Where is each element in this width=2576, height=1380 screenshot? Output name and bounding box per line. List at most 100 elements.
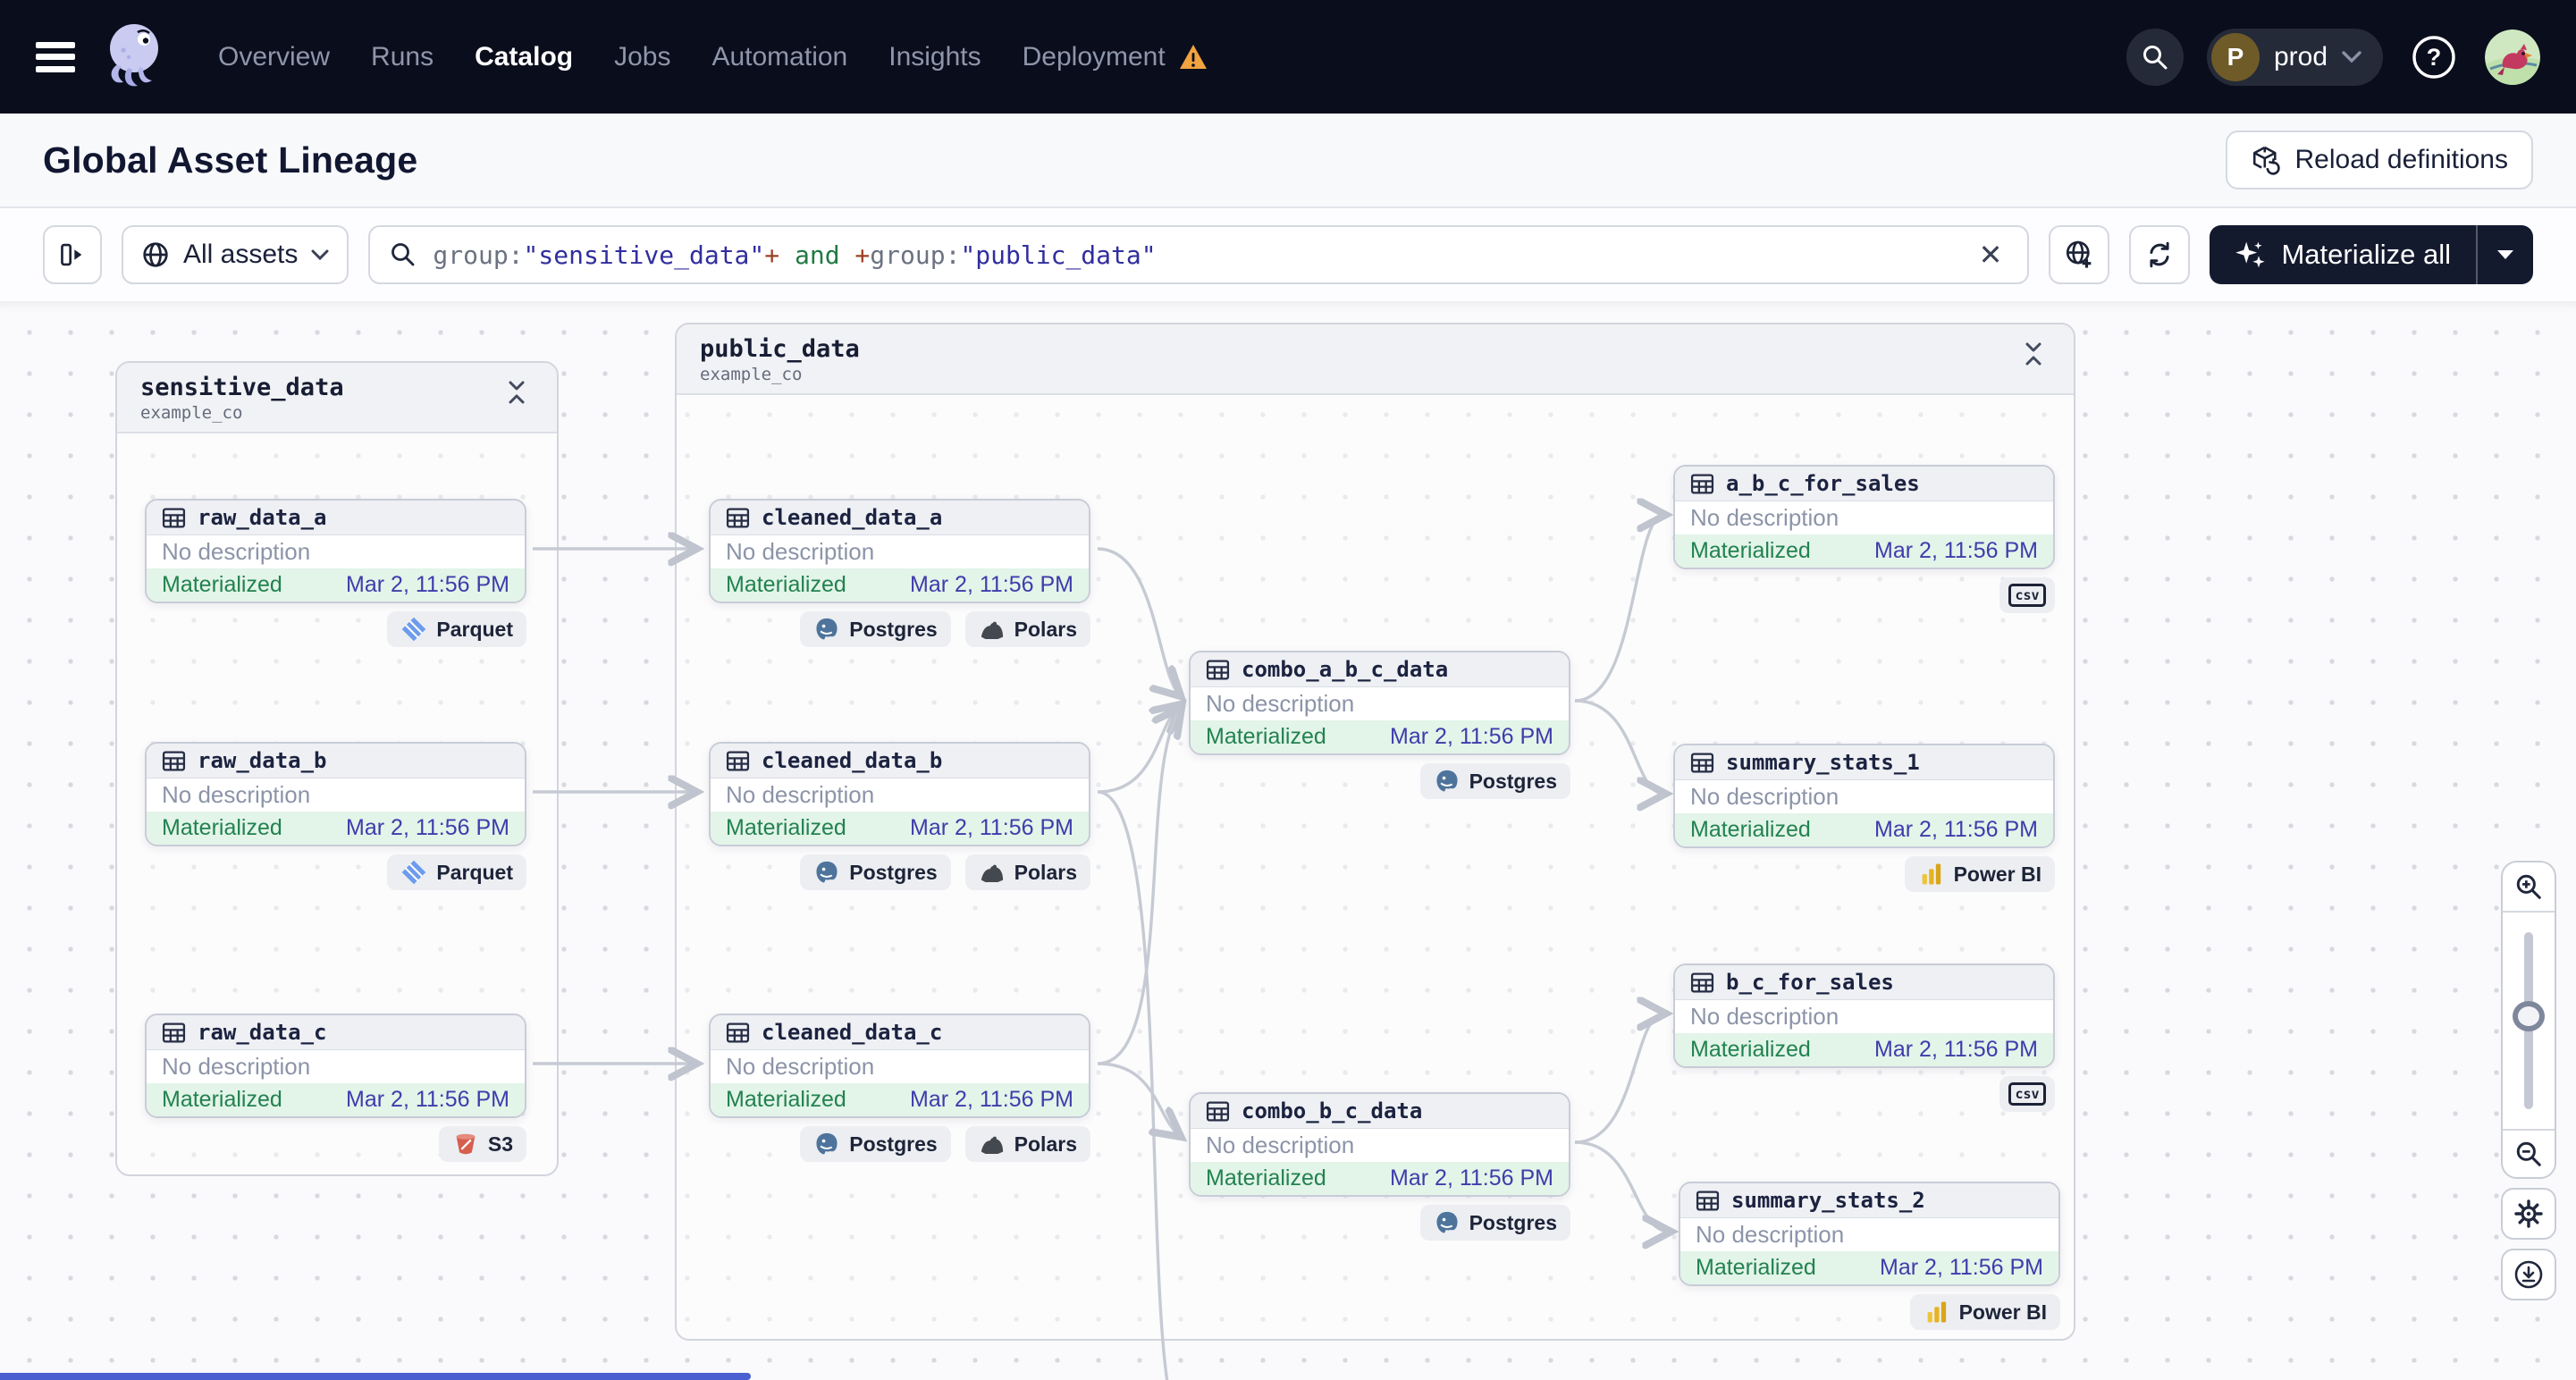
asset-search-input[interactable]: group:"sensitive_data"+ and +group:"publ… [368,225,2030,284]
table-icon [1690,972,1714,993]
badge-postgres[interactable]: Postgres [800,854,951,890]
refresh-button[interactable] [2129,225,2191,284]
asset-scope-dropdown[interactable]: All assets [122,225,349,284]
horizontal-scrollbar[interactable] [0,1373,751,1380]
deployment-switcher[interactable]: P prod [2206,28,2383,86]
asset-description: No description [162,538,311,565]
download-image-button[interactable] [2501,1249,2556,1300]
badge-postgres[interactable]: Postgres [800,611,951,647]
badge-powerbi[interactable]: Power BI [1909,1294,2060,1330]
nav-item-insights[interactable]: Insights [888,41,981,72]
user-avatar[interactable] [2485,29,2540,85]
badge-label: Parquet [436,860,513,884]
collapse-group-button[interactable] [500,374,534,414]
canvas-controls [2501,861,2556,1300]
nav-item-automation[interactable]: Automation [711,41,848,72]
badge-label: Polars [1014,860,1077,884]
zoom-out-button[interactable] [2503,1129,2555,1177]
badge-label: Polars [1014,1132,1077,1156]
group-title: public_data [700,335,860,363]
badge-polars[interactable]: Polars [964,1126,1090,1162]
badge-csv[interactable]: csv [1999,1076,2055,1112]
asset-description: No description [1690,1003,1839,1030]
badge-postgres[interactable]: Postgres [1419,1205,1570,1241]
badge-postgres[interactable]: Postgres [800,1126,951,1162]
asset-name: combo_a_b_c_data [1242,657,1449,682]
badge-polars[interactable]: Polars [964,611,1090,647]
zoom-slider[interactable] [2503,913,2555,1129]
badge-powerbi[interactable]: Power BI [1904,856,2055,892]
asset-badges: S3 [145,1126,526,1162]
group-header[interactable]: sensitive_data example_co [117,363,557,433]
chevron-down-icon [311,249,329,260]
zoom-in-button[interactable] [2503,862,2555,913]
asset-description: No description [1206,690,1355,717]
nav-items: Overview Runs Catalog Jobs Automation In… [218,42,1208,72]
badge-label: Parquet [436,617,513,641]
asset-timestamp: Mar 2, 11:56 PM [1874,817,2038,842]
materialize-all-button[interactable]: Materialize all [2210,225,2533,284]
asset-description: No description [162,1053,311,1080]
open-panel-icon [61,243,82,266]
graph-settings-button[interactable] [2501,1188,2556,1240]
csv-icon: csv [2008,584,2046,607]
reload-definitions-button[interactable]: Reload definitions [2225,130,2533,189]
badge-polars[interactable]: Polars [964,854,1090,890]
asset-node-header: summary_stats_2 [1680,1183,2058,1218]
lineage-canvas[interactable]: sensitive_data example_co public_data ex… [0,301,2576,1380]
badge-csv[interactable]: csv [1999,577,2055,613]
nav-item-overview[interactable]: Overview [218,41,331,72]
asset-timestamp: Mar 2, 11:56 PM [910,815,1073,840]
asset-status: Materialized [1690,817,1811,842]
clear-search-icon[interactable]: ✕ [1978,239,2003,271]
parquet-icon [402,617,426,642]
dagster-logo-icon[interactable] [102,20,166,95]
nav-item-runs[interactable]: Runs [371,41,434,72]
asset-node-header: summary_stats_1 [1675,745,2053,780]
asset-description: No description [1206,1132,1355,1158]
reload-cube-icon [2252,146,2280,175]
group-header[interactable]: public_data example_co [677,324,2074,395]
toggle-sidebar-button[interactable] [43,225,102,284]
nav-item-catalog[interactable]: Catalog [475,41,574,72]
badge-parquet[interactable]: Parquet [387,611,526,647]
asset-name: summary_stats_1 [1726,750,1920,775]
sparkles-icon [2235,241,2266,268]
badge-label: Postgres [849,1132,938,1156]
button-divider [2476,225,2478,284]
caret-down-icon [2497,250,2513,259]
powerbi-icon [1922,863,1940,885]
collapse-group-button[interactable] [2016,335,2050,375]
asset-description: No description [726,538,875,565]
search-button[interactable] [2126,28,2184,86]
nav-item-jobs[interactable]: Jobs [614,41,671,72]
materialize-options-button[interactable] [2478,225,2533,284]
badge-s3[interactable]: S3 [438,1126,526,1162]
zoom-slider-thumb[interactable] [2513,1001,2545,1031]
hamburger-menu-icon[interactable] [36,41,75,72]
badge-label: Postgres [1469,1210,1557,1234]
top-nav: Overview Runs Catalog Jobs Automation In… [0,0,2576,114]
help-button[interactable]: ? [2406,29,2462,85]
badge-postgres[interactable]: Postgres [1419,763,1570,799]
badge-parquet[interactable]: Parquet [387,854,526,890]
new-asset-selection-button[interactable] [2049,225,2110,284]
parquet-icon [402,860,426,885]
nav-item-deployment[interactable]: Deployment [1023,42,1208,72]
asset-description: No description [726,781,875,808]
